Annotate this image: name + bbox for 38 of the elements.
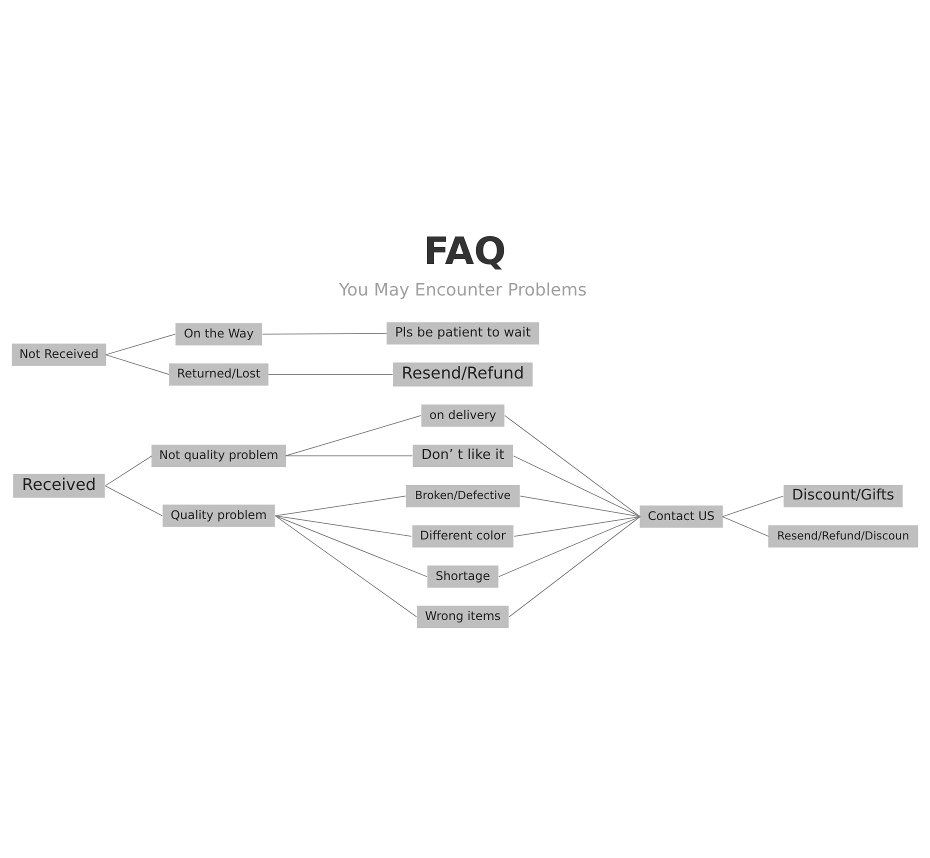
node-box: On the Way — [176, 322, 262, 345]
node-box: Wrong items — [417, 605, 509, 628]
node-box: Different color — [412, 524, 514, 547]
connector — [105, 354, 170, 374]
node-box: Not quality problem — [152, 444, 286, 466]
node-box: Pls be patient to wait — [386, 322, 540, 344]
connector — [274, 514, 428, 577]
node-box: Discount/Gifts — [784, 484, 903, 507]
connector — [514, 516, 641, 536]
node-box: Quality problem — [162, 504, 275, 526]
connector — [512, 454, 641, 517]
connector — [722, 495, 784, 517]
connector — [285, 454, 413, 456]
connector — [722, 516, 770, 536]
connector — [104, 484, 163, 516]
node-box: Broken/Defective — [406, 484, 520, 507]
node-box: Resend/Refund/Discoun — [768, 524, 918, 547]
node-box: Not Received — [12, 343, 106, 366]
connector — [508, 516, 641, 617]
node-box: Shortage — [427, 564, 498, 588]
node-box: on delivery — [421, 404, 504, 426]
node-box: Resend/Refund — [393, 362, 533, 386]
connector — [274, 514, 418, 617]
node-box: Don’ t like it — [412, 444, 513, 466]
connector — [105, 333, 176, 355]
connector — [504, 414, 641, 517]
node-box: Contact US — [640, 505, 723, 528]
connector — [498, 516, 641, 577]
diagram-title: FAQ — [423, 228, 506, 273]
connector — [285, 414, 422, 456]
connector — [274, 514, 412, 536]
node-box: Received — [13, 473, 105, 498]
node-box: Returned/Lost — [169, 362, 268, 386]
connector — [520, 495, 641, 517]
connector — [104, 454, 152, 486]
label: You May Encounter Problems — [338, 280, 587, 300]
connector — [274, 495, 406, 516]
connector — [262, 332, 388, 334]
